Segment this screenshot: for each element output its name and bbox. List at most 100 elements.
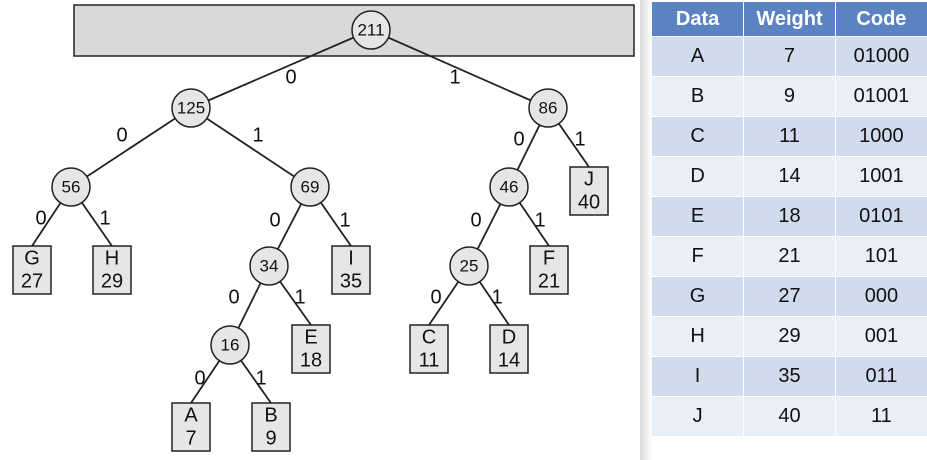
cell-data: B xyxy=(652,76,744,117)
edge-bit-label: 1 xyxy=(99,207,110,229)
cell-data: D xyxy=(652,156,744,197)
cell-code: 000 xyxy=(834,276,927,317)
cell-code: 011 xyxy=(834,356,927,397)
leaf-letter-label: C xyxy=(422,326,436,348)
leaf-node: J40 xyxy=(569,166,609,216)
column-header-code: Code xyxy=(834,2,927,37)
leaf-letter-label: H xyxy=(105,247,119,269)
tree-edge-n211-n125 xyxy=(190,29,372,109)
leaf-letter-label: I xyxy=(348,247,354,269)
cell-weight: 18 xyxy=(743,196,836,237)
edge-bit-label: 0 xyxy=(470,209,481,231)
node-weight-label: 211 xyxy=(357,20,384,39)
leaf-letter-label: D xyxy=(502,326,516,348)
edge-bit-label: 0 xyxy=(116,124,127,146)
cell-data: H xyxy=(652,316,744,357)
leaf-letter-label: J xyxy=(584,168,594,190)
node-weight-label: 46 xyxy=(500,177,519,196)
edge-bit-label: 1 xyxy=(491,286,502,308)
node-circle xyxy=(51,167,91,207)
node-weight-label: 56 xyxy=(62,177,81,196)
node-weight-label: 25 xyxy=(460,256,479,275)
leaf-box xyxy=(489,324,529,374)
cell-weight: 9 xyxy=(743,76,836,117)
edge-bit-label: 1 xyxy=(574,128,585,150)
leaf-node: E18 xyxy=(291,324,331,374)
leaf-letter-label: F xyxy=(543,247,555,269)
internal-node: 46 xyxy=(489,167,529,207)
cell-weight: 35 xyxy=(743,356,836,397)
cell-weight: 7 xyxy=(743,36,836,77)
leaf-node: G27 xyxy=(12,245,52,295)
tree-edge-n211-n86 xyxy=(370,29,549,109)
cell-weight: 11 xyxy=(743,116,836,157)
cell-data: J xyxy=(652,396,744,436)
leaf-weight-label: 7 xyxy=(185,427,196,449)
leaf-node: A7 xyxy=(171,402,211,452)
edge-bit-label: 1 xyxy=(255,367,266,389)
cell-weight: 27 xyxy=(743,276,836,317)
internal-node: 69 xyxy=(290,167,330,207)
internal-node: 125 xyxy=(171,88,211,128)
node-circle xyxy=(489,167,529,207)
edge-bit-label: 1 xyxy=(534,209,545,231)
node-circle xyxy=(249,246,289,286)
leaf-box xyxy=(569,166,609,216)
cell-code: 0101 xyxy=(834,196,927,237)
divider-shadow xyxy=(640,0,652,460)
node-weight-label: 69 xyxy=(301,177,320,196)
node-circle xyxy=(351,10,391,50)
node-circle xyxy=(210,325,250,365)
cell-data: I xyxy=(652,356,744,397)
node-circle xyxy=(449,246,489,286)
cell-code: 1000 xyxy=(834,116,927,157)
leaf-weight-label: 40 xyxy=(578,191,600,213)
leaf-letter-label: B xyxy=(264,404,277,426)
node-weight-label: 86 xyxy=(539,98,558,117)
cell-code: 01001 xyxy=(834,76,927,117)
edge-bit-label: 0 xyxy=(194,367,205,389)
cell-weight: 40 xyxy=(743,396,836,436)
leaf-weight-label: 29 xyxy=(101,270,123,292)
cell-data: F xyxy=(652,236,744,277)
edge-bit-label: 1 xyxy=(294,286,305,308)
leaf-box xyxy=(12,245,52,295)
edge-bit-label: 1 xyxy=(449,66,460,88)
cell-code: 101 xyxy=(834,236,927,277)
leaf-node: H29 xyxy=(92,245,132,295)
edge-bit-label: 0 xyxy=(35,207,46,229)
leaf-box xyxy=(529,245,569,295)
edge-bit-label: 1 xyxy=(339,209,350,231)
leaf-node: B9 xyxy=(251,402,291,452)
internal-node: 86 xyxy=(528,88,568,128)
cell-data: G xyxy=(652,276,744,317)
edge-bit-label: 0 xyxy=(430,286,441,308)
leaf-box xyxy=(409,324,449,374)
node-circle xyxy=(528,88,568,128)
edge-bit-label: 0 xyxy=(285,66,296,88)
edge-bit-label: 0 xyxy=(228,286,239,308)
cell-code: 01000 xyxy=(834,36,927,77)
leaf-node: C11 xyxy=(409,324,449,374)
leaf-letter-label: G xyxy=(24,247,40,269)
column-header-weight: Weight xyxy=(743,2,836,37)
internal-node: 16 xyxy=(210,325,250,365)
internal-node: 25 xyxy=(449,246,489,286)
node-weight-label: 16 xyxy=(221,335,240,354)
node-circle xyxy=(290,167,330,207)
leaf-letter-label: E xyxy=(304,326,317,348)
column-header-data: Data xyxy=(652,2,744,37)
edge-bit-label: 1 xyxy=(252,124,263,146)
leaf-weight-label: 11 xyxy=(419,349,440,371)
leaf-weight-label: 35 xyxy=(340,270,362,292)
node-weight-label: 125 xyxy=(177,98,205,117)
